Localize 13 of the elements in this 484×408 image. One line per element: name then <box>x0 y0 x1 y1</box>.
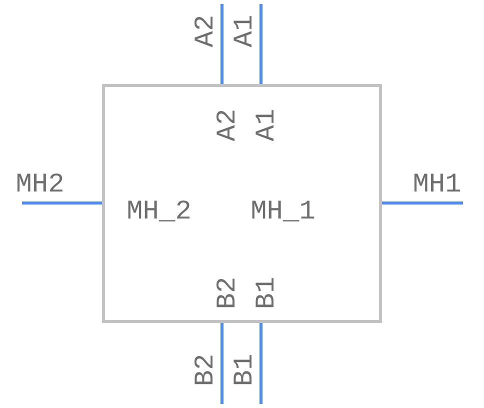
pin-name: B1 <box>254 276 282 310</box>
pin-name: B2 <box>216 276 242 310</box>
pin-name: A1 <box>254 108 282 142</box>
pin-label: A2 <box>194 14 220 48</box>
component-body <box>102 84 382 323</box>
pin-label: A1 <box>232 14 260 48</box>
pin-label: B1 <box>232 354 260 386</box>
pin-label: B2 <box>194 354 220 386</box>
pin-label: MH1 <box>412 172 462 200</box>
pin-name: A2 <box>216 108 242 142</box>
pin-label: MH2 <box>16 172 64 200</box>
pin-name: MH_2 <box>126 200 192 226</box>
pin-name: MH_1 <box>250 200 316 226</box>
